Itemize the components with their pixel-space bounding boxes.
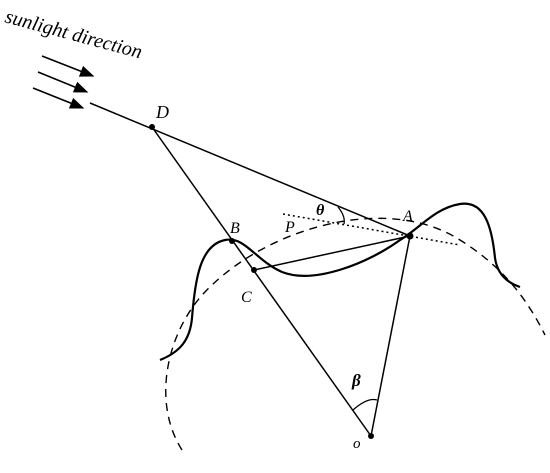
construction-lines: [89, 102, 411, 437]
surface-profile: [159, 202, 521, 362]
point-C-dot: [251, 267, 257, 273]
point-O-dot: [368, 433, 374, 439]
sunlight-arrows: [32, 55, 95, 109]
label-B: B: [230, 220, 240, 237]
label-beta: β: [351, 371, 361, 390]
label-P: P: [284, 219, 295, 236]
line-A-to-O: [370, 235, 411, 437]
sun-arrow-2: [37, 71, 89, 93]
line-D-to-O: [151, 126, 372, 437]
label-O: o: [353, 436, 361, 452]
diagram-title: sunlight direction: [3, 6, 145, 64]
label-A: A: [402, 208, 413, 225]
point-A-dot: [406, 232, 414, 240]
line-C-to-A: [253, 235, 411, 271]
point-B-dot: [229, 238, 235, 244]
beta-angle-arc: [352, 398, 378, 411]
line-sun-to-A: [89, 102, 411, 237]
reference-circle-arc: [165, 217, 546, 451]
label-D: D: [155, 102, 169, 122]
points: [149, 124, 414, 439]
point-D-dot: [149, 124, 155, 130]
theta-angle-arc: [337, 206, 345, 225]
label-C: C: [241, 289, 252, 306]
sun-arrow-1: [41, 55, 95, 77]
label-theta: θ: [316, 202, 325, 219]
sun-arrow-3: [32, 87, 85, 109]
